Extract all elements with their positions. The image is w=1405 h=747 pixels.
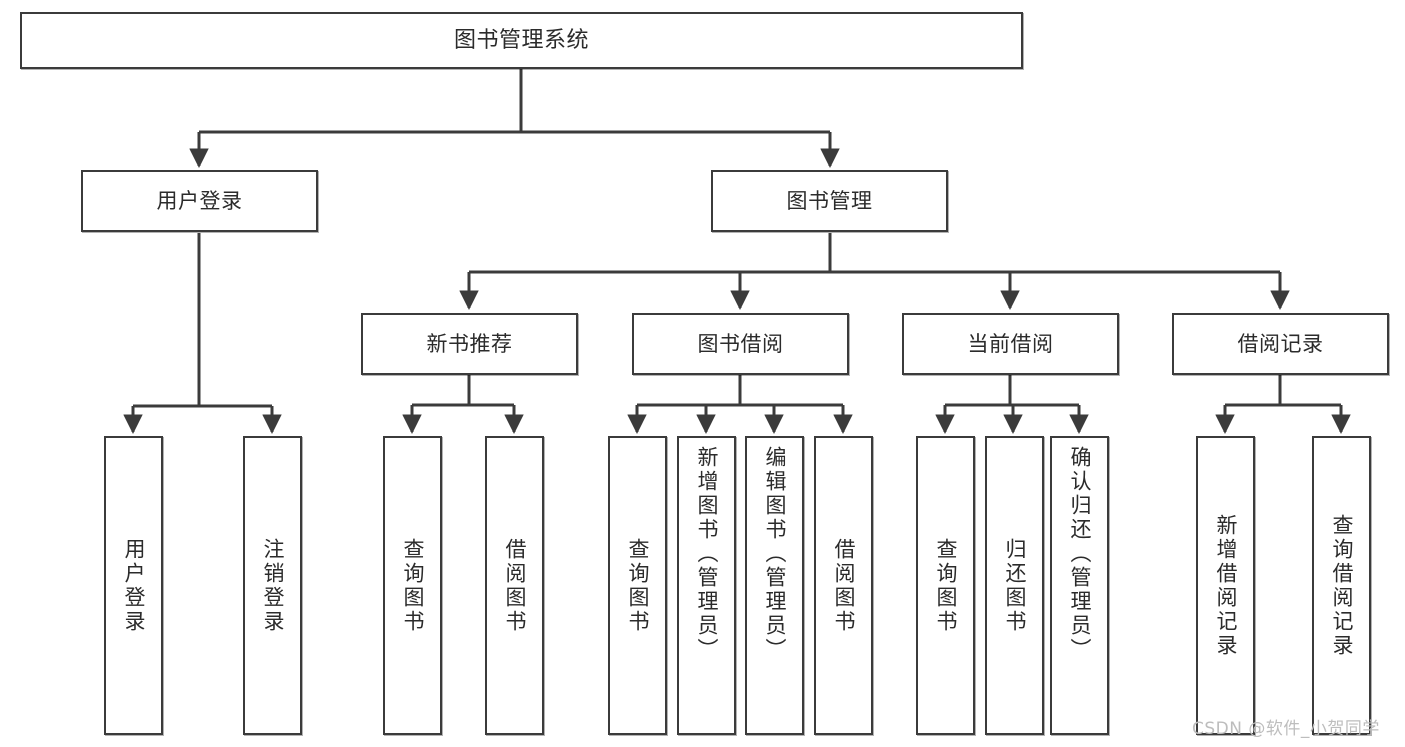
leaf-br-query-record-label: 查询借阅记录 <box>1330 513 1354 658</box>
node-root[interactable]: 图书管理系统 <box>20 12 1023 69</box>
leaf-nb-query-book[interactable]: 查询图书 <box>383 436 442 735</box>
leaf-bb-add-book[interactable]: 新增图书（管理员） <box>677 436 736 735</box>
leaf-nb-borrow-book[interactable]: 借阅图书 <box>485 436 544 735</box>
node-book-manage-label: 图书管理 <box>786 188 873 213</box>
leaf-user-login-label: 用户登录 <box>122 537 146 634</box>
leaf-bb-query-book[interactable]: 查询图书 <box>608 436 667 735</box>
leaf-br-add-record-label: 新增借阅记录 <box>1214 513 1238 658</box>
leaf-cb-confirm-return[interactable]: 确认归还（管理员） <box>1050 436 1109 735</box>
leaf-bb-add-book-label: 新增图书（管理员） <box>695 446 719 662</box>
leaf-bb-edit-book[interactable]: 编辑图书（管理员） <box>745 436 804 735</box>
leaf-br-add-record[interactable]: 新增借阅记录 <box>1196 436 1255 735</box>
node-book-borrow[interactable]: 图书借阅 <box>632 313 849 375</box>
node-new-book-label: 新书推荐 <box>426 331 513 356</box>
node-borrow-record-label: 借阅记录 <box>1237 331 1324 356</box>
leaf-nb-query-book-label: 查询图书 <box>401 537 425 634</box>
leaf-logout[interactable]: 注销登录 <box>243 436 302 735</box>
leaf-cb-return-book[interactable]: 归还图书 <box>985 436 1044 735</box>
node-borrow-record[interactable]: 借阅记录 <box>1172 313 1389 375</box>
node-book-borrow-label: 图书借阅 <box>697 331 784 356</box>
node-user-login[interactable]: 用户登录 <box>81 170 318 232</box>
leaf-br-query-record[interactable]: 查询借阅记录 <box>1312 436 1371 735</box>
leaf-nb-borrow-book-label: 借阅图书 <box>503 537 527 634</box>
leaf-user-login[interactable]: 用户登录 <box>104 436 163 735</box>
leaf-logout-label: 注销登录 <box>261 537 285 634</box>
leaf-cb-query-book[interactable]: 查询图书 <box>916 436 975 735</box>
leaf-cb-confirm-return-label: 确认归还（管理员） <box>1068 446 1092 662</box>
leaf-cb-query-book-label: 查询图书 <box>934 537 958 634</box>
leaf-bb-query-book-label: 查询图书 <box>626 537 650 634</box>
node-root-label: 图书管理系统 <box>453 27 589 53</box>
leaf-cb-return-book-label: 归还图书 <box>1003 537 1027 634</box>
leaf-bb-borrow-book-label: 借阅图书 <box>832 537 856 634</box>
leaf-bb-edit-book-label: 编辑图书（管理员） <box>763 446 787 662</box>
leaf-bb-borrow-book[interactable]: 借阅图书 <box>814 436 873 735</box>
node-user-login-label: 用户登录 <box>156 188 243 213</box>
node-current-borrow-label: 当前借阅 <box>967 331 1054 356</box>
node-current-borrow[interactable]: 当前借阅 <box>902 313 1119 375</box>
node-new-book[interactable]: 新书推荐 <box>361 313 578 375</box>
node-book-manage[interactable]: 图书管理 <box>711 170 948 232</box>
